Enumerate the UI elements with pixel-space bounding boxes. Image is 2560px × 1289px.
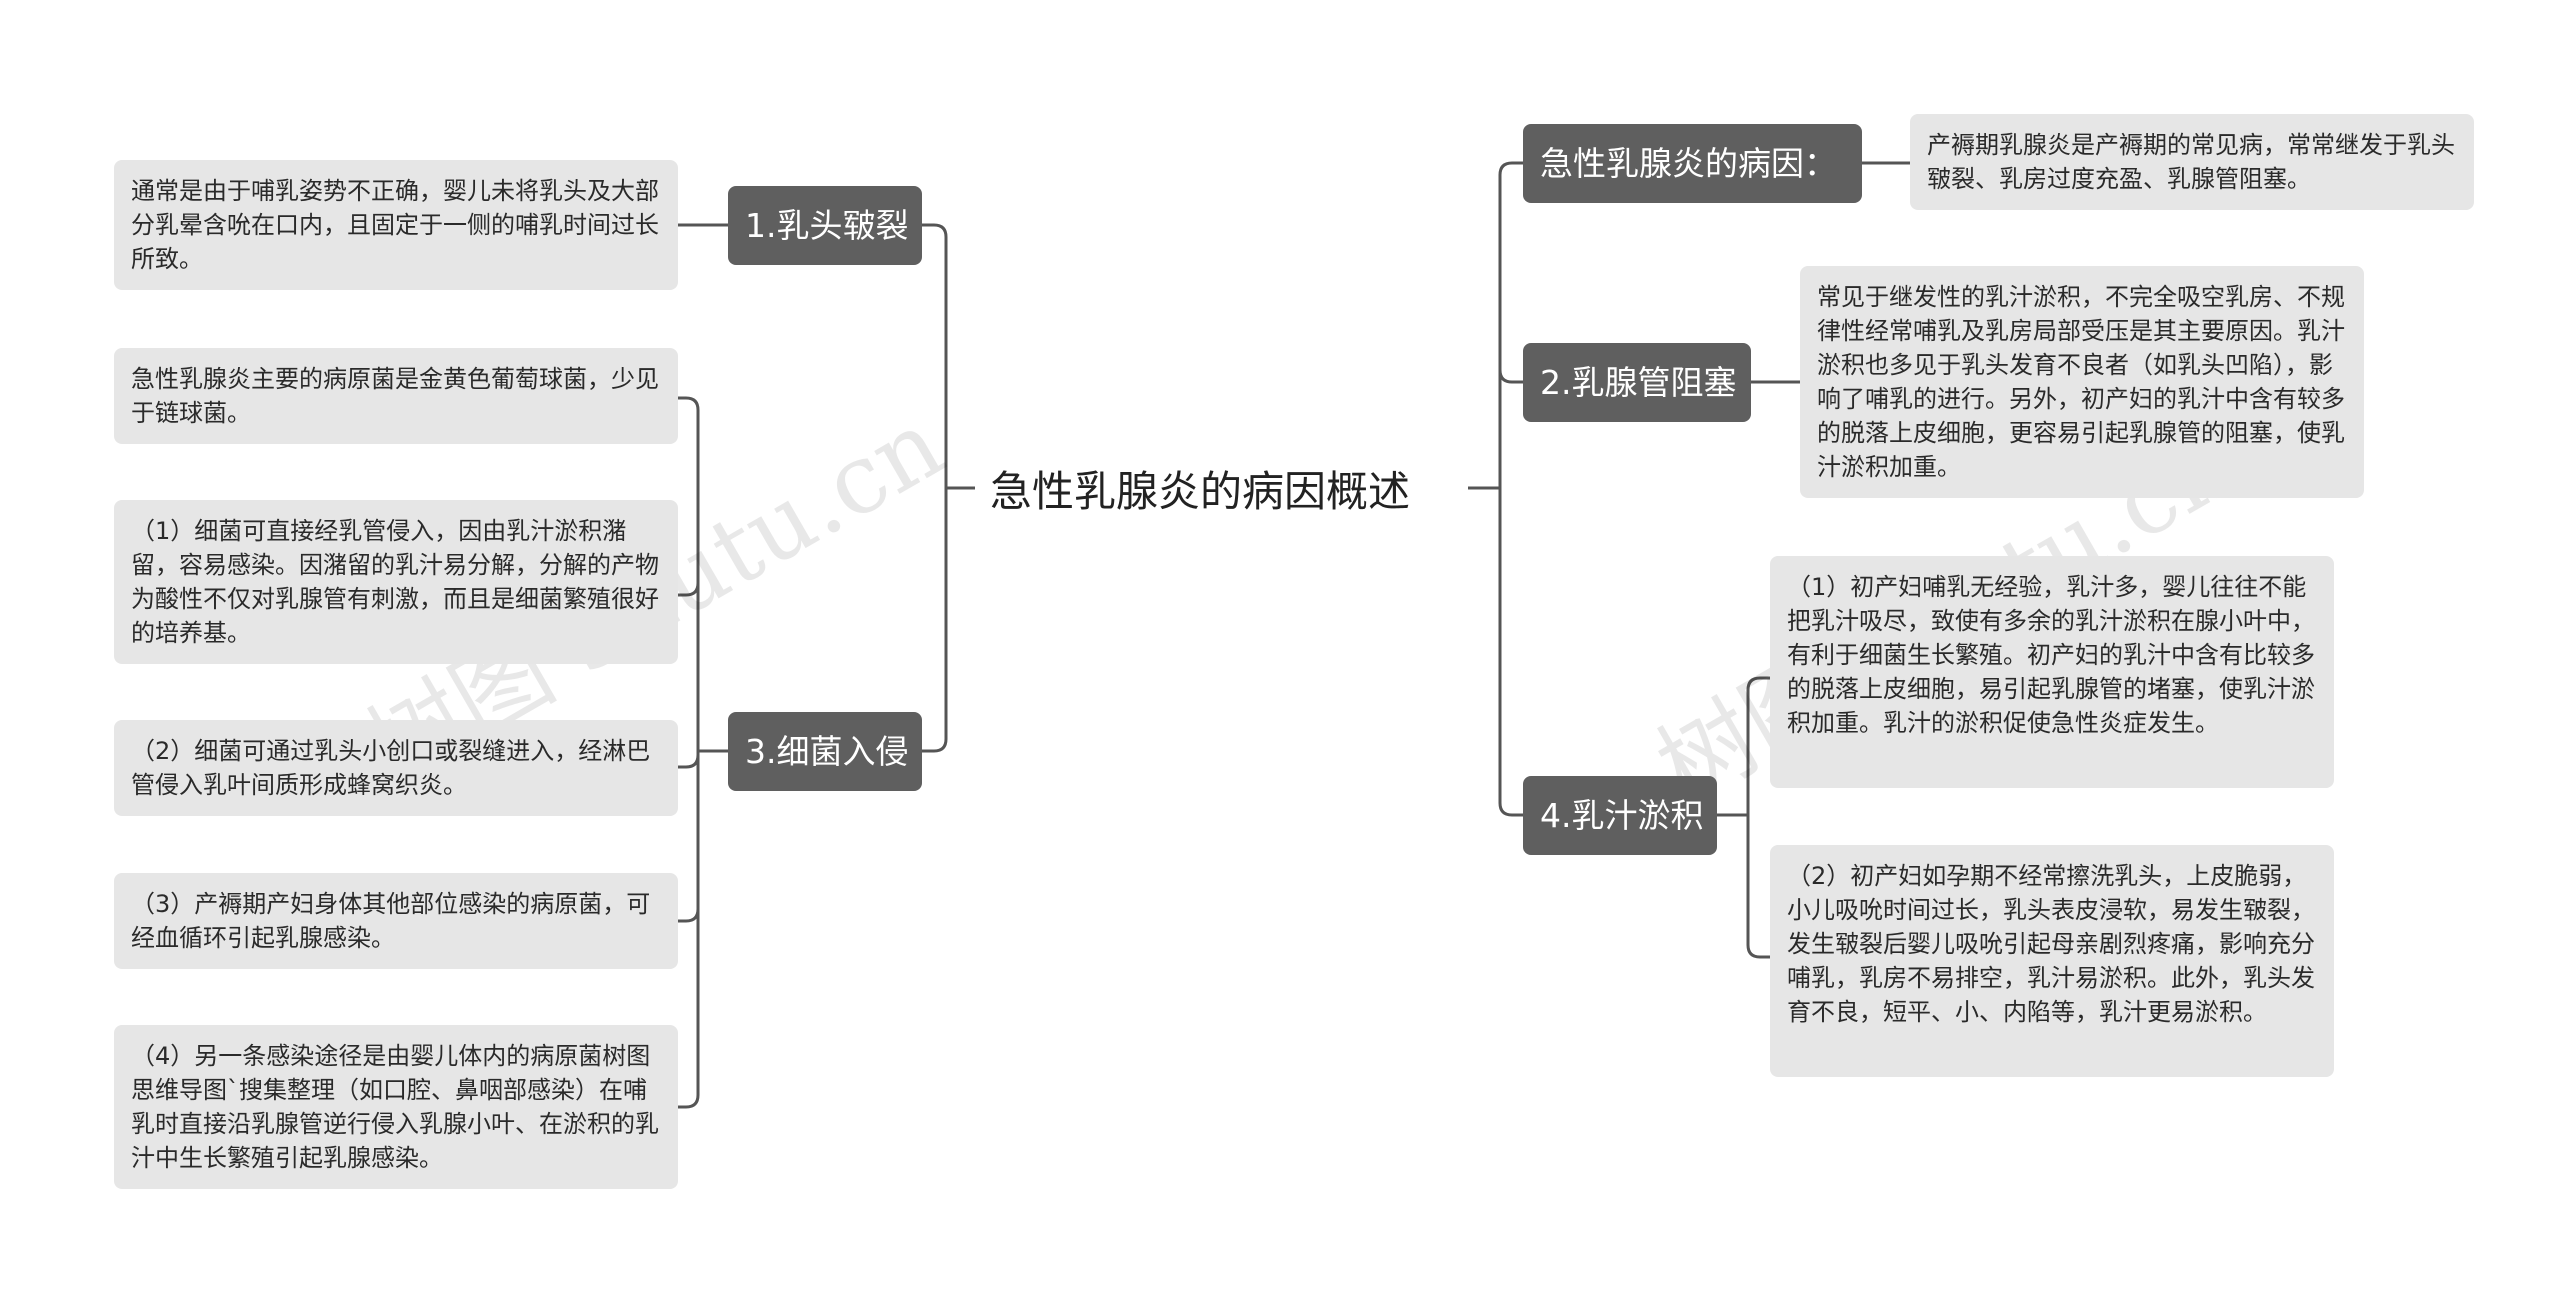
leaf-milk-0[interactable]: （1）初产妇哺乳无经验，乳汁多，婴儿往往不能把乳汁吸尽，致使有多余的乳汁淤积在腺… xyxy=(1770,556,2334,788)
connector-to-cause xyxy=(1485,161,1523,490)
topic-nipple-fissure[interactable]: 1.乳头皲裂 xyxy=(728,186,922,265)
connector-to-nipple-fissure xyxy=(922,223,960,490)
leaf-nipple-fissure[interactable]: 通常是由于哺乳姿势不正确，婴儿未将乳头及大部分乳晕含吮在口内，且固定于一侧的哺乳… xyxy=(114,160,678,290)
topic-bacteria-invasion[interactable]: 3.细菌入侵 xyxy=(728,712,922,791)
leaf-cause[interactable]: 产褥期乳腺炎是产褥期的常见病，常常继发于乳头皲裂、乳房过度充盈、乳腺管阻塞。 xyxy=(1910,114,2474,210)
leaf-duct-obstruction[interactable]: 常见于继发性的乳汁淤积，不完全吸空乳房、不规律性经常哺乳及乳房局部受压是其主要原… xyxy=(1800,266,2364,498)
leaf-milk-1[interactable]: （2）初产妇如孕期不经常擦洗乳头，上皮脆弱，小儿吸吮时间过长，乳头表皮浸软，易发… xyxy=(1770,845,2334,1077)
leaf-bacteria-3[interactable]: （3）产褥期产妇身体其他部位感染的病原菌，可经血循环引起乳腺感染。 xyxy=(114,873,678,969)
connector-bacteria-leaf-0 xyxy=(678,396,700,411)
leaf-bacteria-0[interactable]: 急性乳腺炎主要的病原菌是金黄色葡萄球菌，少见于链球菌。 xyxy=(114,348,678,444)
leaf-bacteria-4[interactable]: （4）另一条感染途径是由婴儿体内的病原菌树图思维导图`搜集整理（如口腔、鼻咽部感… xyxy=(114,1025,678,1189)
connector-milk-leaf-1 xyxy=(1746,944,1770,959)
connector-to-duct xyxy=(1498,369,1523,384)
center-title[interactable]: 急性乳腺炎的病因概述 xyxy=(990,467,1411,516)
connector-bacteria-leaf-4 xyxy=(678,1094,700,1109)
topic-cause[interactable]: 急性乳腺炎的病因： xyxy=(1523,124,1862,203)
connector-bacteria-leaf-2 xyxy=(678,754,700,769)
connector-bacteria-leaf-3 xyxy=(678,908,700,923)
connector-bacteria-leaf-1 xyxy=(678,582,700,597)
connector-to-bacteria xyxy=(922,488,948,753)
topic-milk-stasis[interactable]: 4.乳汁淤积 xyxy=(1523,776,1717,855)
connector-to-milk xyxy=(1498,488,1523,817)
topic-duct-obstruction[interactable]: 2.乳腺管阻塞 xyxy=(1523,343,1751,422)
leaf-bacteria-2[interactable]: （2）细菌可通过乳头小创口或裂缝进入，经淋巴管侵入乳叶间质形成蜂窝织炎。 xyxy=(114,720,678,816)
leaf-bacteria-1[interactable]: （1）细菌可直接经乳管侵入，因由乳汁淤积潴留，容易感染。因潴留的乳汁易分解，分解… xyxy=(114,500,678,664)
connector-milk-leaf-0 xyxy=(1746,676,1770,691)
